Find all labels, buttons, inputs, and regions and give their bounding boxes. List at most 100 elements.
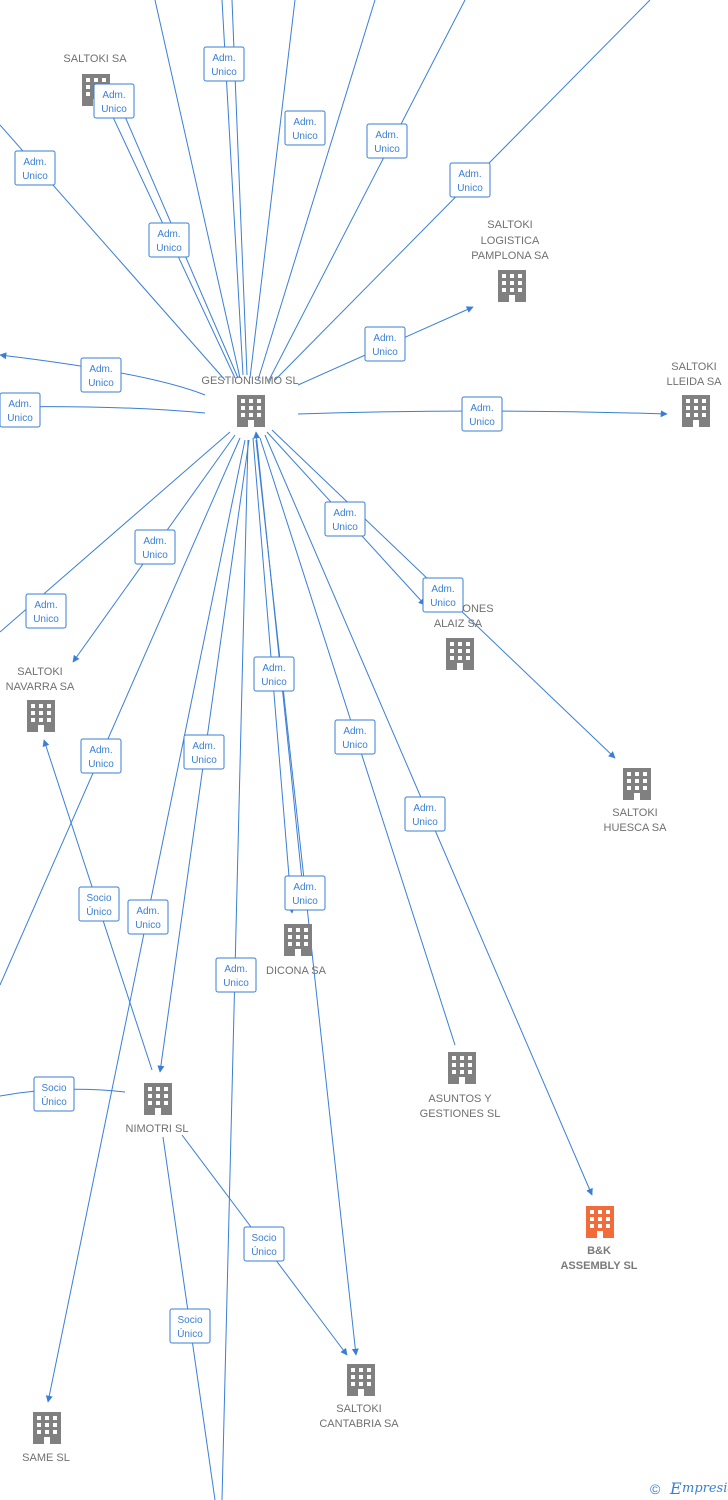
relation-badge[interactable]: Adm.Unico [25,593,67,629]
building-icon [682,395,710,427]
node-label: SALTOKI [671,361,716,373]
node-gestionisimo[interactable]: GESTIONISIMO SL [201,375,299,427]
svg-text:Unico: Unico [156,243,182,254]
node-label: LLEIDA SA [666,376,722,388]
copyright-icon: © [650,1481,661,1497]
node-label: PAMPLONA SA [471,250,549,262]
svg-text:Unico: Unico [372,347,398,358]
node-label: DICONA SA [266,965,327,977]
svg-text:Único: Único [177,1327,203,1340]
building-icon [27,700,55,732]
relation-badge[interactable]: Adm. Unico [0,392,41,428]
relation-badge[interactable]: Adm. Unico [183,734,225,770]
edge [0,437,241,986]
node-label: NAVARRA SA [6,681,75,693]
relation-badge[interactable]: Adm. Unico [93,83,135,119]
svg-text:Unico: Unico [457,183,483,194]
node-saltoki-sa[interactable]: SALTOKI SA [63,53,127,106]
building-icon [33,1412,61,1444]
node-same[interactable]: SAME SL [22,1412,70,1464]
node-label: GESTIONISIMO SL [201,375,298,387]
relation-badge[interactable]: Adm.Unico [366,123,408,159]
relation-badge[interactable]: Adm.Unico [284,110,326,146]
node-nimotri[interactable]: NIMOTRI SL [126,1083,189,1135]
node-asuntos-gestiones[interactable]: ASUNTOS Y GESTIONES SL [420,1052,501,1120]
svg-text:Adm.: Adm. [293,882,316,893]
svg-text:Unico: Unico [412,817,438,828]
node-label: SALTOKI [17,666,62,678]
relation-badge[interactable]: Adm.Unico [334,719,376,755]
svg-text:Adm.: Adm. [157,229,180,240]
relation-badge[interactable]: Adm. Unico [449,162,491,198]
svg-text:Único: Único [251,1245,277,1258]
svg-text:Unico: Unico [142,550,168,561]
relation-badge[interactable]: Adm.Unico [203,46,245,82]
relation-badge[interactable]: Adm.Unico [324,501,366,537]
svg-text:Unico: Unico [88,378,114,389]
edge [257,0,376,381]
svg-text:Adm.: Adm. [89,364,112,375]
svg-text:Adm.: Adm. [431,584,454,595]
node-inversiones-alaiz[interactable]: ONES ALAIZ SA [434,603,494,670]
relation-badge[interactable]: Adm. Unico [80,357,122,393]
svg-text:Adm.: Adm. [89,745,112,756]
building-icon [144,1083,172,1115]
node-label: ASSEMBLY SL [560,1260,637,1272]
relation-badge[interactable]: Adm.Unico [404,796,446,832]
node-saltoki-cantabria[interactable]: SALTOKI CANTABRIA SA [319,1364,399,1430]
relation-badge[interactable]: Adm. Unico [148,222,190,258]
svg-text:Unico: Unico [101,104,127,115]
relation-badge[interactable]: Adm. Unico [284,875,326,911]
relation-badge[interactable]: Adm.Unico [215,957,257,993]
svg-text:Unico: Unico [191,755,217,766]
relation-badge[interactable]: Adm.Unico [127,899,169,935]
node-saltoki-navarra[interactable]: SALTOKI NAVARRA SA [6,666,75,732]
node-label: ASUNTOS Y [428,1093,492,1105]
building-icon [586,1206,614,1238]
node-label: ALAIZ SA [434,618,483,630]
relation-badge[interactable]: Adm.Unico [14,150,56,186]
relation-badge[interactable]: Adm.Unico [80,738,122,774]
building-icon [446,638,474,670]
nodes: SALTOKI SA SALTOKI LOGISTICA PAMPLONA SA… [6,53,723,1464]
building-icon [237,395,265,427]
svg-text:Unico: Unico [7,413,33,424]
node-saltoki-huesca[interactable]: SALTOKI HUESCA SA [604,768,668,834]
building-icon [448,1052,476,1084]
edge [249,0,296,379]
svg-text:Socio: Socio [86,893,111,904]
svg-text:Adm.: Adm. [8,399,31,410]
svg-text:Socio: Socio [251,1233,276,1244]
svg-text:Único: Único [41,1095,67,1108]
svg-text:Unico: Unico [292,896,318,907]
relation-badge[interactable]: Adm.Unico [253,656,295,692]
node-label: ONES [462,603,493,615]
svg-text:Adm.: Adm. [458,169,481,180]
brand-name: mpresia [682,1481,728,1496]
svg-text:Unico: Unico [332,522,358,533]
building-icon [498,270,526,302]
relation-badge[interactable]: Adm.Unico [461,396,503,432]
svg-text:Adm.: Adm. [192,741,215,752]
svg-text:Unico: Unico [211,67,237,78]
svg-text:Adm.: Adm. [262,663,285,674]
svg-text:Adm.: Adm. [102,90,125,101]
node-label: HUESCA SA [604,822,668,834]
node-saltoki-lleida[interactable]: SALTOKI LLEIDA SA [666,361,722,427]
node-label: B&K [587,1245,611,1257]
svg-text:Adm.: Adm. [224,964,247,975]
svg-text:Adm.: Adm. [343,726,366,737]
svg-text:Unico: Unico [22,171,48,182]
node-bk-assembly[interactable]: B&K ASSEMBLY SL [560,1206,638,1272]
node-saltoki-logistica-pamplona[interactable]: SALTOKI LOGISTICA PAMPLONA SA [471,219,549,302]
node-dicona[interactable]: DICONA SA [266,924,327,977]
relation-badge[interactable]: Adm.Unico [364,326,406,362]
relation-badge[interactable]: Adm.Unico [134,529,176,565]
relation-badge[interactable]: Adm.Unico [422,577,464,613]
edge [267,0,466,383]
